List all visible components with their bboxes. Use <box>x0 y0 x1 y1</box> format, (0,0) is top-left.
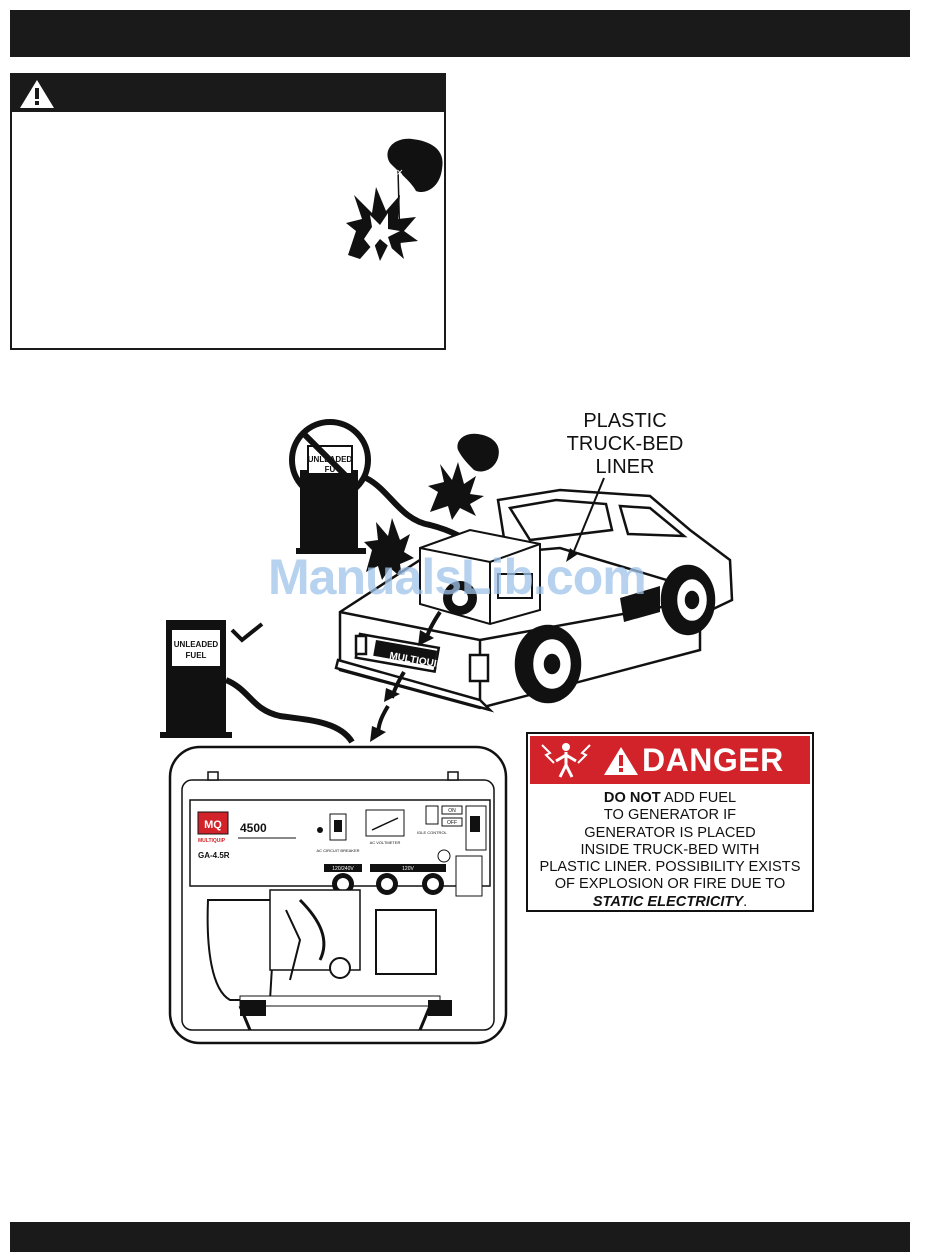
on-label: ON <box>448 808 456 814</box>
multiquip-logo: MULTIQUIP <box>373 586 660 671</box>
warning-triangle-icon <box>604 747 638 775</box>
danger-heading: DANGER <box>642 742 784 778</box>
svg-text:×: × <box>396 168 404 178</box>
danger-emphasis-italic: STATIC ELECTRICITY <box>592 893 744 910</box>
page-footer-bar <box>10 1222 910 1252</box>
off-label: OFF <box>447 820 457 826</box>
warning-header <box>12 75 444 112</box>
breaker-label: AC CIRCUIT BREAKER <box>316 848 359 853</box>
watermark-text: ManualsLib.com <box>268 549 647 605</box>
generator-in-truck <box>419 528 541 626</box>
panel-logo-mq: MQ <box>204 819 222 831</box>
danger-message: DO NOT ADD FUEL TO GENERATOR IF GENERATO… <box>528 790 812 911</box>
pump-label-unleaded: UNLEADED <box>174 640 219 649</box>
panel-brand-text: MULTIQUIP <box>198 838 226 844</box>
voltmeter-label: AC VOLTMETER <box>370 840 401 845</box>
liner-label-line: LINER <box>595 456 655 478</box>
liner-pointer-arrow <box>566 477 605 562</box>
liner-callout-label: PLASTIC TRUCK-BED LINER <box>540 410 710 479</box>
danger-line-rest: ADD FUEL <box>660 790 737 806</box>
danger-line: OF EXPLOSION OR FIRE DUE TO <box>554 876 786 893</box>
liner-label-line: PLASTIC <box>583 410 667 432</box>
danger-line: DO NOT ADD FUEL <box>528 790 812 807</box>
pump-label-fuel: FUEL <box>186 651 207 660</box>
liner-label-line: TRUCK-BED <box>566 433 684 455</box>
danger-line-rest: . <box>743 893 748 910</box>
electric-shock-icon <box>541 743 591 778</box>
warning-triangle-icon <box>20 80 54 108</box>
danger-line: TO GENERATOR IF <box>603 807 737 824</box>
generator-sub-model: GA-4.5R <box>198 851 230 860</box>
truck-fueling-illustration: UNLEADED FU <box>160 419 734 744</box>
danger-line: STATIC ELECTRICITY. <box>528 894 812 911</box>
idle-control-label: IDLE CONTROL <box>417 830 447 835</box>
danger-label: DANGER DO NOT ADD FUEL TO GENERATOR IF G… <box>526 732 814 912</box>
checkmark-icon <box>230 622 264 643</box>
generator-closeup-illustration: MQ MULTIQUIP 4500 GA-4.5R AC CIRCUIT BRE… <box>168 745 508 1045</box>
pump-label-fuel-partial: FU <box>325 465 336 474</box>
outlet-120-240-label: 120/240V <box>332 866 354 872</box>
danger-line: INSIDE TRUCK-BED WITH <box>580 841 760 858</box>
danger-header: DANGER <box>530 736 810 784</box>
generator-model: 4500 <box>240 821 267 835</box>
warning-box: × <box>10 73 446 350</box>
explosion-icon <box>364 433 499 580</box>
explosion-icon: × <box>346 138 443 261</box>
page-header-bar <box>10 10 910 57</box>
approved-fuel-pump: UNLEADED FUEL <box>160 620 355 744</box>
danger-line: PLASTIC LINER. POSSIBILITY EXISTS <box>539 859 801 876</box>
outlet-120-label: 120V <box>402 866 414 872</box>
danger-line: GENERATOR IS PLACED <box>584 824 756 841</box>
danger-emphasis: DO NOT <box>603 790 661 806</box>
